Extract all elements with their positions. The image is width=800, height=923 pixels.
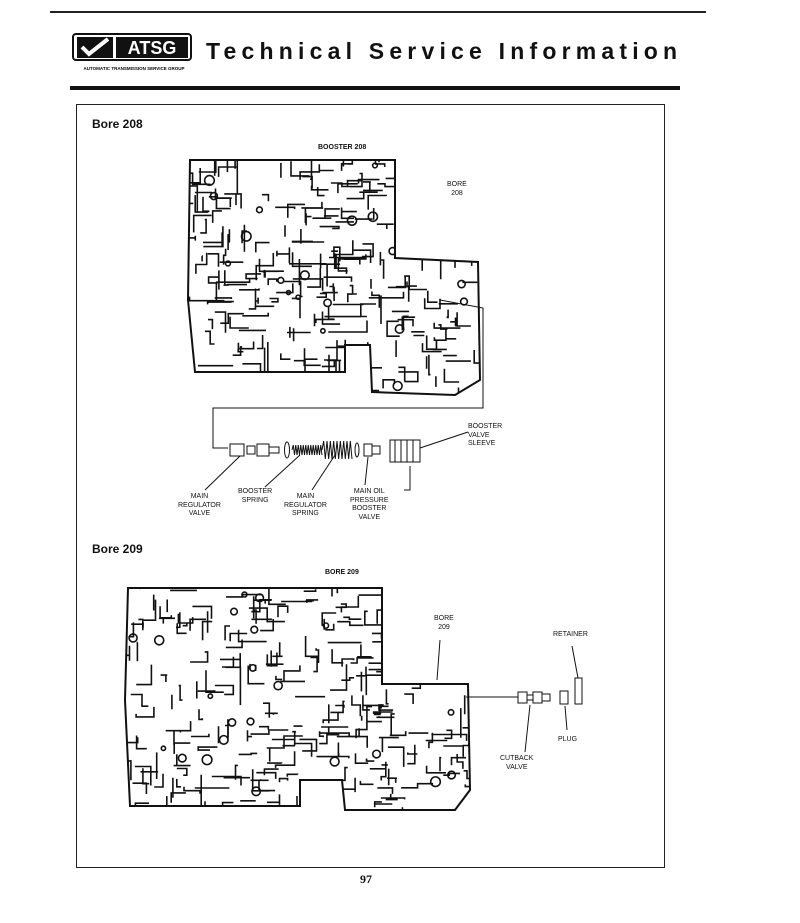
main-regulator-valve (229, 443, 245, 457)
label-plug: PLUG (558, 736, 578, 743)
valve-body-outline (123, 587, 472, 811)
retainer (574, 677, 583, 705)
svg-text:AUTOMATIC TRANSMISSION SERVICE: AUTOMATIC TRANSMISSION SERVICE GROUP (83, 66, 184, 71)
bore-209-exploded-view (436, 639, 583, 753)
section-heading-bore-208: Bore 208 (92, 117, 143, 131)
top-rule (50, 11, 706, 13)
main-regulator-spring (321, 440, 353, 460)
diagram-title-bore-209: BORE 209 (325, 569, 359, 576)
page-number: 97 (360, 872, 372, 886)
plug (559, 690, 569, 705)
booster-valve-sleeve (389, 439, 421, 463)
booster-spring (291, 444, 323, 456)
spring-seat (284, 441, 290, 459)
main-oil-pressure-booster-valve (363, 443, 373, 457)
content-frame (76, 104, 665, 868)
section-heading-bore-209: Bore 209 (92, 542, 143, 556)
svg-text:ATSG: ATSG (128, 38, 177, 58)
page-title: Technical Service Information (206, 38, 683, 64)
cutback-valve (517, 691, 528, 704)
atsg-logo: ATSG AUTOMATIC TRANSMISSION SERVICE GROU… (72, 33, 196, 73)
leader-line (212, 299, 484, 449)
diagram-title-booster-208: BOOSTER 208 (318, 144, 367, 151)
bore-208-exploded-view (204, 299, 484, 491)
label-retainer: RETAINER (553, 631, 588, 638)
valve-body-diagram-209 (123, 587, 472, 811)
header-rule (70, 86, 680, 90)
